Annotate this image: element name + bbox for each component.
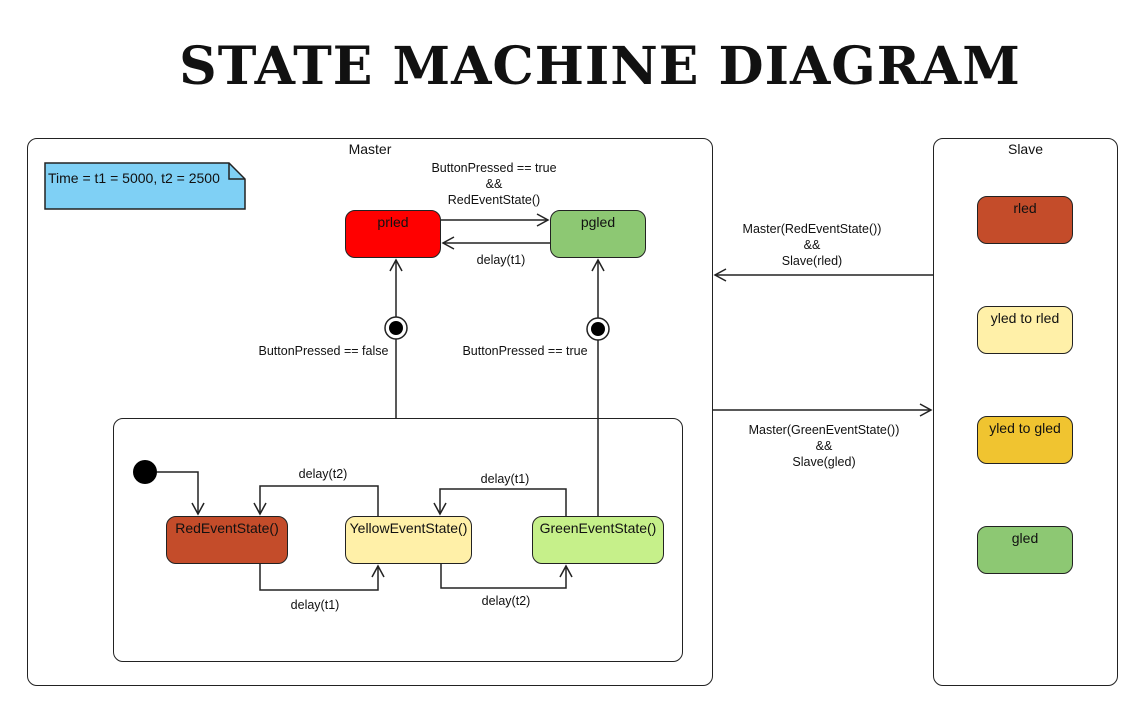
slave-frame: Slave bbox=[933, 138, 1118, 686]
guard-line-1: ButtonPressed == true bbox=[431, 161, 557, 175]
label-to-pgled: ButtonPressed == true bbox=[462, 344, 588, 358]
state-prled: prled bbox=[345, 210, 441, 258]
label-master-to-slave: Master(GreenEventState()) && Slave(gled) bbox=[726, 422, 922, 470]
link-line-1: Master(GreenEventState()) bbox=[748, 423, 900, 437]
state-rled: rled bbox=[977, 196, 1073, 244]
link-line-3: Slave(gled) bbox=[792, 455, 856, 469]
label-yellow-to-red: delay(t2) bbox=[298, 467, 348, 481]
arrow-green-to-yellow bbox=[433, 488, 567, 516]
state-red-event: RedEventState() bbox=[166, 516, 288, 564]
state-pgled: pgled bbox=[550, 210, 646, 258]
link-line-1: Master(RedEventState()) bbox=[742, 222, 882, 236]
label-slave-to-master: Master(RedEventState()) && Slave(rled) bbox=[722, 221, 902, 269]
state-yled-to-gled: yled to gled bbox=[977, 416, 1073, 464]
label-red-to-yellow: delay(t1) bbox=[290, 598, 340, 612]
label-pgled-to-prled: delay(t1) bbox=[476, 253, 526, 267]
label-to-prled: ButtonPressed == false bbox=[258, 344, 389, 358]
master-label: Master bbox=[348, 141, 392, 157]
state-gled: gled bbox=[977, 526, 1073, 574]
state-yellow-event: YellowEventState() bbox=[345, 516, 472, 564]
label-green-to-yellow: delay(t1) bbox=[480, 472, 530, 486]
link-line-2: && bbox=[803, 238, 821, 252]
arrow-red-to-yellow bbox=[259, 564, 385, 591]
note-shape bbox=[44, 162, 246, 210]
label-yellow-to-green: delay(t2) bbox=[481, 594, 531, 608]
link-line-2: && bbox=[815, 439, 833, 453]
guard-line-2: && bbox=[485, 177, 503, 191]
state-green-event: GreenEventState() bbox=[532, 516, 664, 564]
initial-state-dot bbox=[133, 460, 157, 484]
state-yled-to-rled: yled to rled bbox=[977, 306, 1073, 354]
note-text: Time = t1 = 5000, t2 = 2500 bbox=[48, 170, 220, 186]
diagram-title: STATE MACHINE DIAGRAM bbox=[179, 36, 1021, 97]
junction-pgled-dot bbox=[591, 322, 605, 336]
link-line-3: Slave(rled) bbox=[781, 254, 843, 268]
junction-prled-dot bbox=[389, 321, 403, 335]
guard-line-3: RedEventState() bbox=[447, 193, 541, 207]
arrow-yellow-to-green bbox=[440, 564, 573, 589]
master-frame: Master bbox=[27, 138, 713, 686]
composite-state bbox=[113, 418, 683, 662]
arrow-yellow-to-red bbox=[253, 485, 379, 516]
label-prled-to-pgled: ButtonPressed == true && RedEventState() bbox=[414, 160, 574, 208]
arrow-initial-to-red bbox=[157, 471, 205, 516]
slave-label: Slave bbox=[1007, 141, 1044, 157]
